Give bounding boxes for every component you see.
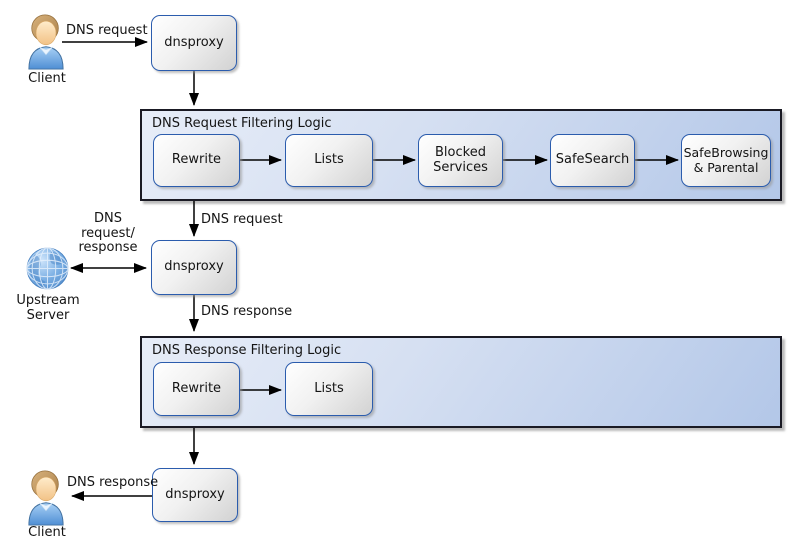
- request-pipeline-title: DNS Request Filtering Logic: [152, 116, 332, 131]
- edge-label-client-request: DNS request: [66, 23, 148, 38]
- node-dnsproxy-upstream: dnsproxy: [151, 240, 237, 295]
- step-rewrite-request: Rewrite: [153, 134, 240, 187]
- step-blocked-services: Blocked Services: [418, 134, 503, 187]
- step-safebrowsing-parental: SafeBrowsing & Parental: [681, 134, 771, 187]
- edge-label-client-response: DNS response: [67, 475, 159, 490]
- step-rewrite-response: Rewrite: [153, 362, 240, 416]
- client-bottom-label: Client: [28, 525, 66, 540]
- step-safesearch: SafeSearch: [550, 134, 635, 187]
- person-icon-bottom: [27, 469, 65, 530]
- globe-icon: [25, 246, 70, 295]
- upstream-server-label: Upstream Server: [16, 293, 80, 323]
- response-pipeline-container: DNS Response Filtering Logic: [140, 336, 782, 428]
- edge-label-filtered-request: DNS request: [201, 212, 283, 227]
- node-dnsproxy-ingress: dnsproxy: [151, 15, 237, 71]
- person-icon: [27, 13, 65, 74]
- edge-label-upstream-response: DNS response: [201, 304, 293, 319]
- edge-label-upstream-exchange: DNS request/ response: [78, 211, 138, 256]
- response-pipeline-title: DNS Response Filtering Logic: [152, 343, 342, 358]
- node-dnsproxy-egress: dnsproxy: [152, 468, 238, 522]
- step-lists-request: Lists: [285, 134, 373, 187]
- client-top-label: Client: [28, 71, 66, 86]
- step-lists-response: Lists: [285, 362, 373, 416]
